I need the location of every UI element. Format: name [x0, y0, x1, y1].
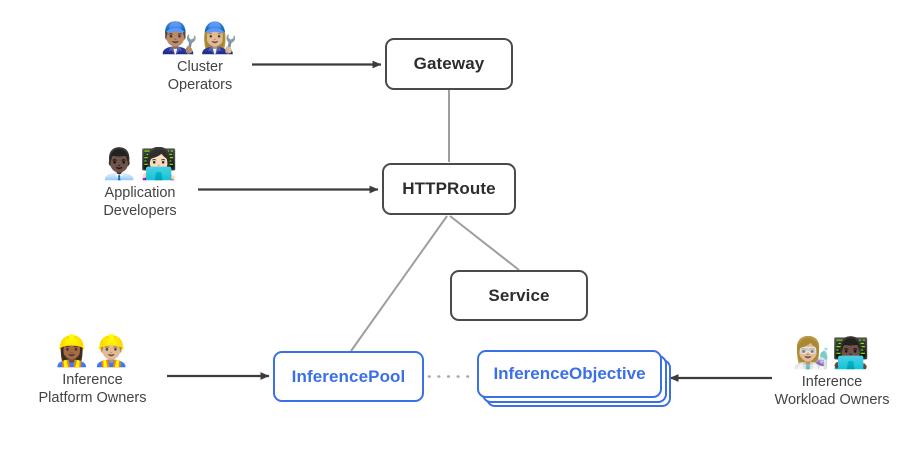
inference-workload-owners-label: Inference Workload Owners: [774, 374, 890, 408]
application-developers-icon: 👨🏿‍💼👩🏻‍💻: [100, 148, 180, 181]
node-inferenceobjective[interactable]: InferenceObjective: [477, 350, 671, 408]
node-inferencepool[interactable]: InferencePool: [273, 351, 424, 402]
inference-workload-owners-icon: 👩🏼‍🔬👨🏿‍💻: [792, 337, 872, 370]
edge-httproute-inferencepool: [350, 215, 448, 352]
node-gateway-label: Gateway: [413, 54, 485, 73]
node-gateway[interactable]: Gateway: [385, 38, 513, 90]
node-httproute-label: HTTPRoute: [402, 179, 496, 198]
node-service-label: Service: [488, 285, 550, 305]
node-httproute[interactable]: HTTPRoute: [382, 163, 516, 215]
application-developers-label: Application Developers: [103, 185, 177, 219]
persona-application-developers: 👨🏿‍💼👩🏻‍💻 Application Developers: [80, 148, 200, 220]
node-inferencepool-label: InferencePool: [291, 366, 406, 386]
cluster-operators-icon: 👨🏽‍🔧👩🏼‍🔧: [160, 22, 240, 55]
node-service[interactable]: Service: [450, 270, 588, 321]
inferenceobjective-stack-layer-front[interactable]: InferenceObjective: [477, 350, 662, 398]
cluster-operators-label: Cluster Operators: [167, 59, 233, 93]
inference-platform-owners-label: Inference Platform Owners: [38, 372, 147, 406]
persona-inference-workload-owners: 👩🏼‍🔬👨🏿‍💻 Inference Workload Owners: [762, 337, 902, 409]
edge-httproute-service: [449, 215, 520, 271]
node-inferenceobjective-label: InferenceObjective: [493, 364, 646, 383]
persona-inference-platform-owners: 👷🏾‍♀️👷🏼‍♂️ Inference Platform Owners: [25, 335, 160, 407]
persona-cluster-operators: 👨🏽‍🔧👩🏼‍🔧 Cluster Operators: [150, 22, 250, 94]
inference-platform-owners-icon: 👷🏾‍♀️👷🏼‍♂️: [53, 335, 132, 368]
